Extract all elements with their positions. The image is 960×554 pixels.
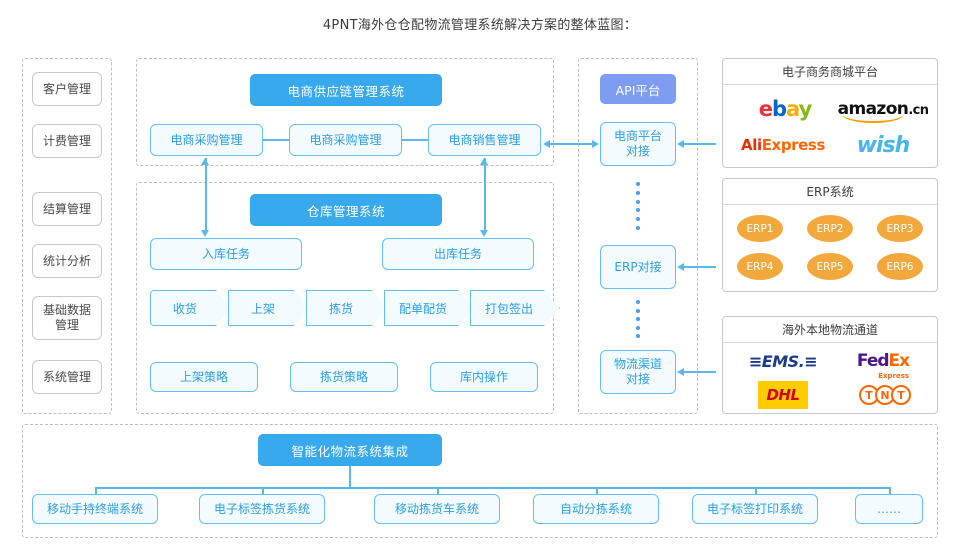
bottom-item-etag-printing[interactable]: 电子标签打印系统 <box>692 494 818 524</box>
warehouse-step-pick[interactable]: 拣货 <box>306 290 388 326</box>
connector-purchase1-purchase2 <box>263 139 289 141</box>
warehouse-step-shelve[interactable]: 上架 <box>228 290 310 326</box>
bottom-branch-4 <box>596 487 598 500</box>
api-connector-erp[interactable]: ERP对接 <box>600 245 676 289</box>
supply-chain-box-purchase-1[interactable]: 电商采购管理 <box>150 124 263 156</box>
arrow-up-sales <box>480 158 488 165</box>
api-dots-separator-upper <box>636 182 640 230</box>
panel-erp-body: ERP1 ERP2 ERP3 ERP4 ERP5 ERP6 <box>723 205 937 291</box>
panel-erp-systems: ERP系统 ERP1 ERP2 ERP3 ERP4 ERP5 ERP6 <box>722 178 938 292</box>
connector-sales-to-outbound <box>484 158 486 232</box>
sidebar-item-billing[interactable]: 计费管理 <box>32 124 102 158</box>
arrow-right-api-ecommerce <box>592 139 599 148</box>
supply-chain-box-purchase-2[interactable]: 电商采购管理 <box>289 124 402 156</box>
api-dots-separator-lower <box>636 300 640 338</box>
api-connector-logistics[interactable]: 物流渠道 对接 <box>600 350 676 394</box>
connector-purchase2-sales <box>402 139 428 141</box>
supply-chain-header: 电商供应链管理系统 <box>250 74 442 106</box>
arrow-left-api-erp-panel <box>677 262 684 271</box>
sidebar-item-customer[interactable]: 客户管理 <box>32 72 102 106</box>
panel-ecommerce-body: ebay amazon.cn AliExpress wish <box>723 85 937 167</box>
ebay-logo: ebay <box>758 97 813 121</box>
erp-item-2[interactable]: ERP2 <box>807 215 853 242</box>
warehouse-task-inbound[interactable]: 入库任务 <box>150 238 302 270</box>
erp-item-4[interactable]: ERP4 <box>737 253 783 280</box>
page-title: 4PNT海外仓仓配物流管理系统解决方案的整体蓝图： <box>322 18 638 33</box>
warehouse-header: 仓库管理系统 <box>250 194 442 226</box>
bottom-trunk-line <box>349 466 351 488</box>
ems-logo: ≡EMS.≡ <box>748 351 818 371</box>
sidebar-item-basic-data[interactable]: 基础数据 管理 <box>32 296 102 340</box>
bottom-item-handheld[interactable]: 移动手持终端系统 <box>32 494 158 524</box>
bottom-item-auto-sorting[interactable]: 自动分拣系统 <box>533 494 659 524</box>
panel-logistics-title: 海外本地物流通道 <box>723 317 937 343</box>
dhl-logo: DHL <box>737 379 829 411</box>
warehouse-task-outbound[interactable]: 出库任务 <box>382 238 534 270</box>
aliexpress-logo: AliExpress <box>741 136 825 154</box>
arrow-left-supplychain <box>543 139 550 148</box>
erp-item-1[interactable]: ERP1 <box>737 215 783 242</box>
bottom-branch-6 <box>889 487 891 500</box>
sidebar-container <box>22 58 112 414</box>
panel-erp-title: ERP系统 <box>723 179 937 205</box>
bottom-item-picking-cart[interactable]: 移动拣货车系统 <box>374 494 500 524</box>
bottom-branch-2 <box>262 487 264 500</box>
bottom-branch-1 <box>95 487 97 500</box>
connector-purchase-to-inbound <box>205 158 207 232</box>
amazon-logo: amazon.cn <box>833 91 933 127</box>
warehouse-step-receive[interactable]: 收货 <box>150 290 232 326</box>
bottom-branch-5 <box>755 487 757 500</box>
erp-item-3[interactable]: ERP3 <box>877 215 923 242</box>
arrow-down-outbound <box>480 230 488 237</box>
connector-api-logistics-panel <box>684 371 716 373</box>
bottom-item-more[interactable]: …… <box>855 494 923 524</box>
connector-api-ecommerce-panel <box>684 143 716 145</box>
arrow-up-purchase <box>201 158 209 165</box>
bottom-bus-line <box>95 487 890 489</box>
sidebar-item-statistics[interactable]: 统计分析 <box>32 244 102 278</box>
bottom-branch-3 <box>437 487 439 500</box>
arrow-left-api-logistics-panel <box>677 367 684 376</box>
warehouse-step-allocate[interactable]: 配单配货 <box>384 290 474 326</box>
warehouse-step-pack-out[interactable]: 打包签出 <box>470 290 560 326</box>
api-platform-header: API平台 <box>600 74 676 104</box>
arrow-down-inbound <box>201 230 209 237</box>
warehouse-strategy-shelving[interactable]: 上架策略 <box>150 362 258 392</box>
supply-chain-box-sales[interactable]: 电商销售管理 <box>428 124 541 156</box>
api-connector-ecommerce[interactable]: 电商平台 对接 <box>600 122 676 166</box>
erp-item-6[interactable]: ERP6 <box>877 253 923 280</box>
sidebar-item-settlement[interactable]: 结算管理 <box>32 192 102 226</box>
sidebar-item-system[interactable]: 系统管理 <box>32 360 102 394</box>
erp-item-5[interactable]: ERP5 <box>807 253 853 280</box>
panel-ecommerce-platforms: 电子商务商城平台 ebay amazon.cn AliExpress wish <box>722 58 938 168</box>
wish-logo: wish <box>856 132 911 158</box>
panel-ecommerce-title: 电子商务商城平台 <box>723 59 937 85</box>
warehouse-strategy-picking[interactable]: 拣货策略 <box>290 362 398 392</box>
bottom-header: 智能化物流系统集成 <box>258 434 442 466</box>
connector-supplychain-api <box>550 143 592 145</box>
connector-api-erp-panel <box>684 266 716 268</box>
warehouse-strategy-internal-ops[interactable]: 库内操作 <box>430 362 538 392</box>
arrow-left-api-ecommerce-panel <box>677 139 684 148</box>
bottom-item-etag-picking[interactable]: 电子标签拣货系统 <box>199 494 325 524</box>
